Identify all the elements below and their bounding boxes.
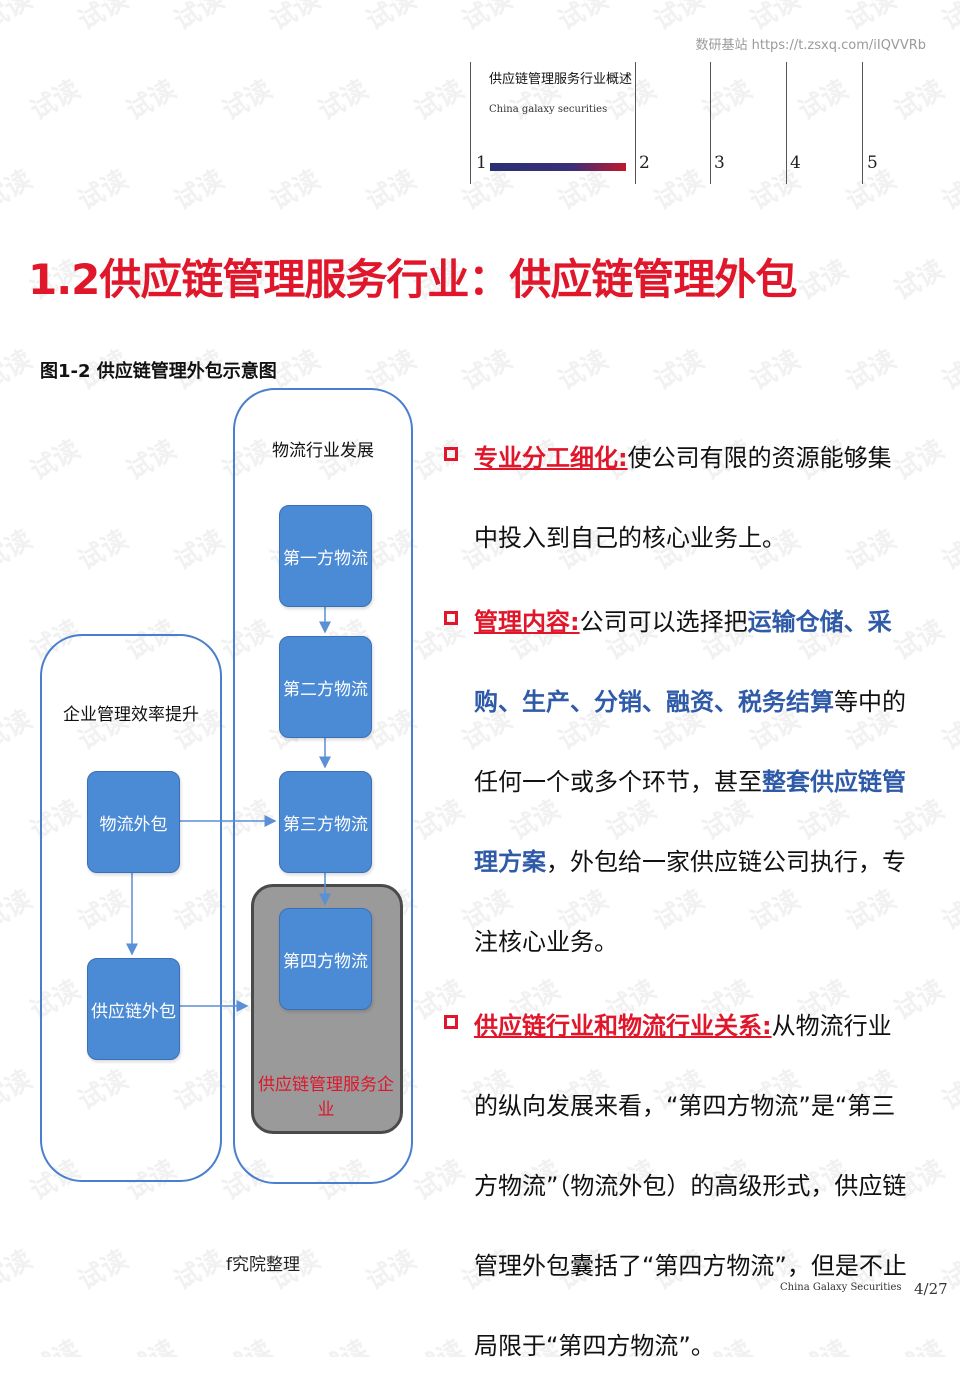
bullet-text: 等中的任何一个或多个环节，甚至 (474, 688, 906, 796)
section-number-5: 5 (867, 153, 878, 173)
header-divider (786, 62, 787, 184)
bullet-text: ，外包给一家供应链公司执行，专注核心业务。 (474, 848, 906, 956)
header-divider (862, 62, 863, 184)
bullet-highlight: 运输仓储、采购、生产、分销、融资、税务结算 (474, 608, 892, 716)
section-number-1: 1 (476, 153, 487, 173)
bullet-highlight: 整套供应链管理方案 (474, 768, 906, 876)
section-number-4: 4 (790, 153, 801, 173)
bullet-square-icon (444, 1015, 458, 1029)
header-divider (635, 62, 636, 184)
header-section-title: 供应链管理服务行业概述 (489, 72, 633, 87)
logistics-container (233, 388, 413, 1184)
footer-source: f究院整理 (226, 1255, 300, 1275)
bullet-title: 管理内容: (474, 608, 580, 636)
header-company: China galaxy securities (489, 104, 608, 115)
diagram-arrows (126, 606, 331, 1012)
third-party-logistics-box: 第三方物流 (279, 771, 372, 873)
bullet-title: 供应链行业和物流行业关系: (474, 1012, 772, 1040)
enterprise-container (40, 634, 222, 1182)
bullet-item: 专业分工细化:使公司有限的资源能够集中投入到自己的核心业务上。 (444, 418, 914, 578)
page-heading: 1.2供应链管理服务行业：供应链管理外包 (28, 255, 797, 304)
first-party-logistics-box: 第一方物流 (279, 505, 372, 607)
header-divider (710, 62, 711, 184)
footer-company: China Galaxy Securities (780, 1282, 902, 1293)
figure-caption: 图1-2 供应链管理外包示意图 (40, 361, 277, 382)
header-divider (470, 62, 471, 184)
bullet-text: 公司可以选择把 (579, 608, 748, 636)
source-note: 数研基站 https://t.zsxq.com/iIQVVRb (695, 38, 926, 53)
bullet-title: 专业分工细化: (474, 444, 628, 472)
scm-enterprise-label: 供应链管理服务企业 (258, 1075, 394, 1120)
second-party-logistics-box: 第二方物流 (279, 636, 372, 738)
bullet-text: 从物流行业的纵向发展来看，“第四方物流”是“第三方物流”（物流外包）的高级形式，… (474, 1012, 907, 1360)
logistics-container-label: 物流行业发展 (272, 441, 374, 461)
bullet-list: 专业分工细化:使公司有限的资源能够集中投入到自己的核心业务上。 管理内容:公司可… (444, 418, 914, 1386)
bullet-square-icon (444, 611, 458, 625)
page-number: 4/27 (914, 1280, 948, 1298)
fourth-party-logistics-box: 第四方物流 (279, 908, 372, 1010)
section-progress-bar (490, 163, 626, 171)
bullet-text: 使公司有限的资源能够集中投入到自己的核心业务上。 (474, 444, 892, 552)
enterprise-container-label: 企业管理效率提升 (63, 705, 199, 725)
section-number-2: 2 (639, 153, 650, 173)
scm-outsourcing-box: 供应链外包 (87, 958, 180, 1060)
bullet-item: 管理内容:公司可以选择把运输仓储、采购、生产、分销、融资、税务结算等中的任何一个… (444, 582, 914, 982)
section-number-3: 3 (714, 153, 725, 173)
logistics-outsourcing-box: 物流外包 (87, 771, 180, 873)
bullet-item: 供应链行业和物流行业关系:从物流行业的纵向发展来看，“第四方物流”是“第三方物流… (444, 986, 914, 1386)
bullet-square-icon (444, 447, 458, 461)
